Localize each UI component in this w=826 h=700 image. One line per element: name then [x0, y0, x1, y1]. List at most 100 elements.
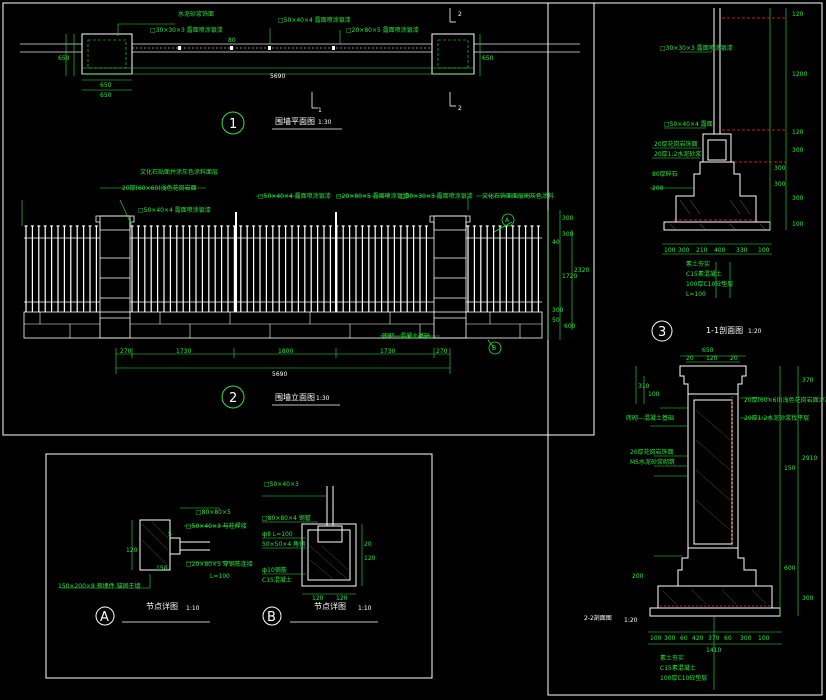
s22-bottom-dim-0: 100: [650, 635, 662, 642]
s22-title: 2-2剖面图: [584, 614, 612, 622]
s11-top-dim-5: 300: [774, 181, 786, 188]
view-title-text-1: 围墙平面图: [275, 116, 315, 126]
section-2-2-cut-lines: [660, 396, 770, 607]
plan-dim-right: 650: [482, 55, 494, 62]
elevation-right-dim-1: 300: [562, 231, 574, 238]
elevation-label-7: 砖砌—混凝土基础: [382, 332, 430, 340]
plan-dim-vert: 650: [58, 55, 70, 62]
section-2-2: [635, 355, 799, 690]
plan-cut-2-top: 2: [458, 11, 462, 18]
elevation-labels: 文化石贴面并涂灰色涂料面层 20厚(60×60)浅色花岗岩面 □50×40×4 …: [120, 168, 589, 378]
detail-callout-a-letter: A: [505, 217, 510, 224]
plan-dim-left-1: 650: [100, 82, 112, 89]
s11-bottom-dim-2: 210: [696, 247, 708, 254]
s11-bottom-dim-0: 100: [664, 247, 676, 254]
detail-a-label-3: L=100: [210, 573, 230, 580]
s22-right-dim-0: 370: [802, 377, 814, 384]
s22-label-6: C15素混凝土: [660, 664, 696, 672]
s11-bottom-dim-3: 400: [714, 247, 726, 254]
s11-top-dim-3: 300: [792, 147, 804, 154]
s11-label-4: 80厚碎石: [652, 170, 678, 178]
s22-bottom-dim-3: 420: [692, 635, 704, 642]
detail-b-label-0: □50×40×3: [264, 481, 299, 488]
plan-mark-80: 80: [228, 37, 236, 44]
detail-a-label-1: □50×40×3 与柱焊接: [186, 522, 247, 530]
detail-b-dim-3: 20: [364, 541, 372, 548]
s11-label-2: 20厚花岗岩饰面: [654, 140, 698, 148]
detail-a-label-4: 150×200×8 预埋件 锚固于墙: [58, 582, 141, 590]
elevation-right-dim-6: 50: [552, 317, 560, 324]
frame-details: [45, 453, 433, 679]
detail-b-label-5: C15混凝土: [262, 576, 292, 584]
s22-top-dim-2: 120: [706, 355, 718, 362]
frame-plan-elevation: [2, 2, 595, 436]
plan-cut-2-bottom: 2: [458, 105, 462, 112]
view-title-2: 2 围墙立面图 1:30: [221, 385, 340, 409]
s11-top-dim-7: 100: [792, 221, 804, 228]
view-number-3: 3: [658, 325, 666, 340]
elevation-label-6: 文化石饰面面层刷灰色涂料: [482, 192, 554, 200]
elevation-right-dim-2: 1720: [562, 273, 577, 280]
view-title-1: 1 围墙平面图 1:30: [221, 111, 342, 135]
plan-labels: 水泥砂浆饰面 □50×40×4 露面喷涂银漆 □30×30×3 露面喷涂银漆 □…: [58, 10, 494, 114]
s22-right-dim-1: 2910: [802, 455, 817, 462]
s22-top-dim-0: 650: [702, 347, 714, 354]
elevation-label-1: 20厚(60×60)浅色花岗岩面: [122, 184, 197, 192]
detail-b-label-2: ф8 L=100: [262, 531, 293, 538]
s22-bottom-dim-2: 60: [680, 635, 688, 642]
plan-total-width: 5690: [270, 73, 285, 80]
s22-top-dim-3: 20: [730, 355, 738, 362]
elevation-base-wall: [23, 311, 543, 339]
s22-bottom-total: 1410: [706, 647, 721, 654]
detail-a-label-0: □80×80×5: [196, 509, 231, 516]
detail-a-circle: [95, 606, 115, 626]
s22-label-0: 20厚(60×60)浅色花岗岩面涂灰色涂料: [744, 396, 826, 404]
detail-b-dim-0: 120: [312, 595, 324, 602]
elevation-right-dim-5: 300: [552, 307, 564, 314]
detail-a-dim-1: 5: [168, 531, 172, 538]
detail-a-label-2: □20×80×5 穿钢筋连接: [186, 560, 253, 568]
s22-left-dim-1: 100: [648, 391, 660, 398]
detail-callout-a: [501, 213, 515, 227]
s22-right-dim-2: 150: [784, 465, 796, 472]
elevation-pier-left: [99, 215, 131, 339]
s22-label-2: 砖砌—混凝土基础: [626, 414, 674, 422]
elevation-label-4: □30×30×3 露面喷涂银漆: [400, 192, 473, 200]
s22-top-dim-1: 20: [686, 355, 694, 362]
elevation-label-5: □20×80×5 露面喷涂银漆: [336, 192, 409, 200]
s22-bottom-dim-7: 100: [758, 635, 770, 642]
fence-bars: [24, 212, 540, 312]
section-1-1-cut-lines: [674, 17, 786, 221]
elevation-view: A B: [21, 187, 573, 374]
s11-top-dim-0: 120: [792, 11, 804, 18]
detail-a: A 节点详图 1:10 □80×80×5 □50×40×3 与柱焊接 □20×8…: [58, 507, 253, 626]
s22-label-1: 20厚1:2水泥砂浆找平层: [744, 414, 809, 422]
s22-label-7: 100厚C10砼垫层: [660, 674, 707, 682]
view-number-circle-3: [651, 320, 673, 342]
elevation-pier-right: [433, 215, 467, 339]
plan-view: [20, 8, 580, 109]
s22-bottom-dim-1: 300: [664, 635, 676, 642]
plan-cut-1-bottom: 1: [318, 107, 322, 114]
s11-label-0: □30×30×3 露面喷涂银漆: [660, 44, 733, 52]
elevation-label-3: □50×40×4 露面喷涂银漆: [258, 192, 331, 200]
view-scale-2: 1:30: [316, 395, 330, 402]
detail-a-letter: A: [100, 610, 109, 625]
s22-bottom-dim-4: 370: [708, 635, 720, 642]
s11-label-1: □50×40×4 露面: [664, 121, 713, 128]
s22-bottom-dim-5: 60: [724, 635, 732, 642]
s22-right-dim-4: 300: [802, 595, 814, 602]
view-scale-1: 1:30: [318, 119, 332, 126]
s22-label-5: 素土夯实: [660, 654, 684, 662]
s22-scale: 1:20: [624, 617, 638, 624]
s11-label-6: C15素混凝土: [686, 270, 722, 278]
elevation-dim-1: 1730: [176, 348, 191, 355]
elevation-right-dim-7: 600: [564, 323, 576, 330]
s22-label-4: M5水泥砂浆砌筑: [630, 458, 675, 466]
detail-b: B 节点详图 1:10 □50×40×3 □80×80×4 钢管 ф8 L=10…: [262, 481, 378, 626]
elevation-label-2: □50×40×4 露面喷涂银漆: [138, 206, 211, 214]
detail-a-title: 节点详图: [146, 601, 178, 611]
s11-label-5: 素土夯实: [686, 260, 710, 268]
